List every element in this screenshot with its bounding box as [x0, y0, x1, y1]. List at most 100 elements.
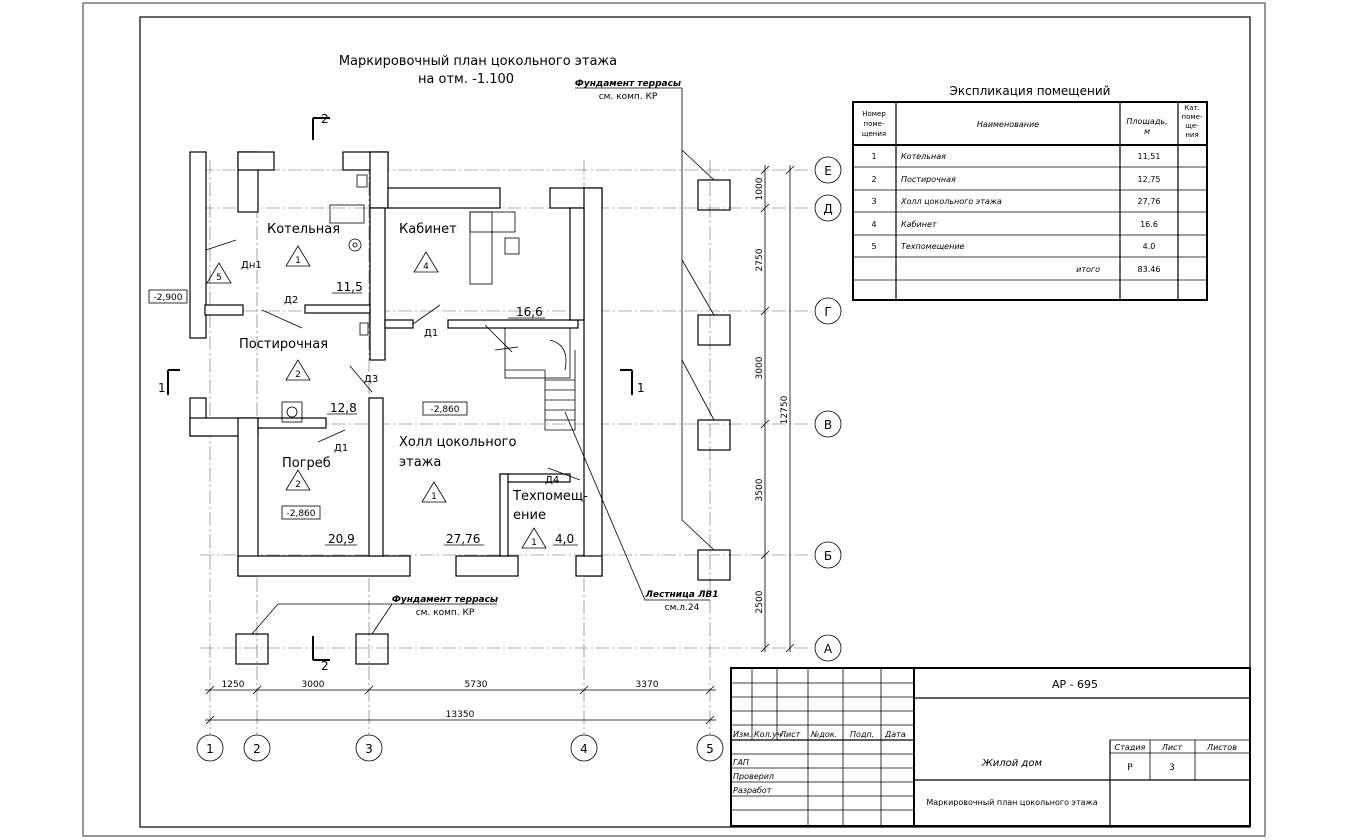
explication-total-value: 83.46 — [1138, 265, 1161, 274]
foundation-callout-bottom-2: см. комп. КР — [416, 608, 475, 618]
room-area-hall: 27,76 — [446, 532, 480, 546]
level-cellar: -2,860 — [286, 509, 315, 519]
room-num-office: 4 — [423, 262, 429, 272]
explication-row-name: Постирочная — [901, 175, 956, 184]
door-label-d2: Д2 — [284, 295, 298, 306]
furniture — [281, 174, 520, 423]
axis-label-d: Д — [823, 202, 832, 216]
dim-lines-v — [760, 165, 795, 653]
walls — [189, 151, 603, 577]
room-name-office: Кабинет — [399, 222, 457, 237]
explication-header-cat-4: ния — [1185, 131, 1198, 139]
room-area-tech: 4,0 — [555, 532, 574, 546]
explication-table-grid — [852, 101, 1208, 301]
door-label-d1a: Д1 — [424, 328, 438, 339]
room-area-laundry: 12,8 — [330, 401, 357, 415]
door-swings — [205, 239, 581, 481]
door-label-d1b: Д1 — [334, 443, 348, 454]
explication-row-area: 16.6 — [1140, 220, 1158, 229]
outer-frame — [82, 2, 1266, 837]
level-boxes — [148, 289, 468, 520]
explication-row-num: 4 — [871, 220, 876, 229]
inner-frame — [139, 16, 1251, 828]
axis-label-5: 5 — [706, 742, 714, 756]
room-num-boiler: 1 — [295, 256, 301, 266]
foundation-callout-bottom-1: Фундамент террасы — [392, 595, 498, 605]
room-name-hall-l1: Холл цокольного — [399, 435, 516, 450]
section-marks — [167, 117, 633, 661]
stamp-col-ndok: №док. — [810, 730, 837, 739]
stamp-razrabot: Разработ — [733, 786, 772, 795]
room-area-boiler: 11,5 — [336, 280, 363, 294]
explication-row-area: 27,76 — [1138, 197, 1161, 206]
explication-header-num-3: щения — [862, 130, 886, 138]
stamp-proveril: Проверил — [733, 772, 774, 781]
explication-header-area-2: м — [1144, 127, 1150, 136]
room-name-tech-l2: ение — [513, 508, 546, 523]
room-name-laundry: Постирочная — [239, 337, 328, 352]
door-label-d3: Д3 — [364, 374, 378, 385]
room-area-office: 16,6 — [516, 305, 543, 319]
stair-callout-1: Лестница ЛВ1 — [644, 590, 718, 600]
stamp-listov: Листов — [1206, 743, 1237, 752]
room-name-cellar: Погреб — [282, 456, 331, 471]
axis-label-2: 2 — [253, 742, 261, 756]
stamp-col-kuch: Кол.уч — [754, 730, 782, 739]
axis-label-1: 1 — [206, 742, 214, 756]
explication-header-cat-2: поме- — [1182, 113, 1203, 121]
dim-v-5: 2500 — [755, 590, 765, 613]
stamp-project: Жилой дом — [981, 758, 1042, 769]
explication-header-num-1: Номер — [862, 110, 886, 118]
dim-v-3: 3000 — [755, 356, 765, 379]
explication-row-area: 12,75 — [1138, 175, 1161, 184]
stamp-gap: ГАП — [733, 758, 749, 767]
explication-row-num: 2 — [871, 175, 876, 184]
dim-h-total: 13350 — [446, 710, 475, 720]
level-left: -2,900 — [153, 293, 182, 303]
explication-row-name: Котельная — [901, 152, 946, 161]
axis-bubbles — [196, 156, 842, 762]
explication-header-cat-3: ще- — [1185, 122, 1199, 130]
dim-h-3: 5730 — [465, 680, 488, 690]
stair — [484, 324, 576, 431]
terrace-foundations — [235, 87, 731, 665]
axis-label-b: Б — [824, 549, 832, 563]
explication-header-cat-1: Кат. — [1184, 104, 1200, 112]
level-hall: -2,860 — [430, 405, 459, 415]
dim-lines-h — [205, 685, 716, 725]
room-markers — [206, 245, 547, 549]
explication-row-name: Кабинет — [901, 220, 937, 229]
room-name-boiler: Котельная — [267, 222, 340, 237]
room-num-laundry: 2 — [295, 370, 301, 380]
axis-label-v: В — [824, 418, 832, 432]
axis-label-3: 3 — [365, 742, 373, 756]
stair-callout-2: см.л.24 — [665, 603, 700, 613]
explication-row-area: 4.0 — [1143, 242, 1156, 251]
stamp-col-podp: Подп. — [850, 730, 874, 739]
explication-total-label: итого — [1076, 265, 1100, 274]
explication-header-num-2: поме- — [864, 120, 885, 128]
door-label-d4: Д4 — [545, 475, 559, 486]
stamp-list-val: 3 — [1169, 763, 1175, 773]
foundation-callout-top-2: см. комп. КР — [599, 92, 658, 102]
axis-label-g: Г — [824, 305, 831, 319]
room-num-hall: 1 — [431, 492, 437, 502]
dim-h-2: 3000 — [302, 680, 325, 690]
room-name-tech-l1: Техпомещ- — [512, 489, 588, 504]
axis-label-4: 4 — [580, 742, 588, 756]
dim-v-4: 3500 — [755, 478, 765, 501]
area-underlines — [325, 292, 578, 546]
stamp-code: АР - 695 — [1052, 678, 1098, 691]
plan-title-line1: Маркировочный план цокольного этажа — [339, 54, 617, 69]
stamp-stadiya: Стадия — [1115, 743, 1146, 752]
dim-v-2: 2750 — [755, 248, 765, 271]
room-name-hall-l2: этажа — [399, 455, 441, 470]
room-num-tech: 1 — [531, 538, 537, 548]
explication-row-area: 11,51 — [1138, 152, 1161, 161]
stamp-sheet-title: Маркировочный план цокольного этажа — [926, 798, 1097, 807]
door-label-dn1: Дн1 — [241, 260, 262, 271]
stamp-stadiya-val: Р — [1127, 763, 1133, 773]
dim-v-total: 12750 — [780, 395, 790, 424]
section-mark-right: 1 — [637, 381, 645, 395]
